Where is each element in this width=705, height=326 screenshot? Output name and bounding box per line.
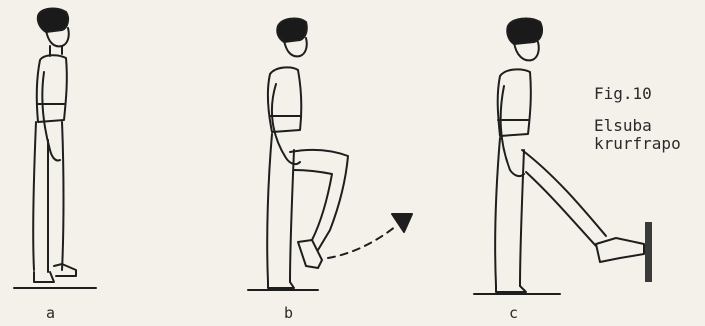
standing-leg-b [267, 134, 294, 282]
panel-label-b: b [284, 306, 293, 321]
raised-leg-b [290, 150, 348, 250]
motion-arrow [328, 226, 396, 258]
torso-c [498, 69, 531, 136]
extended-leg-c [522, 150, 606, 246]
figure-number: Fig.10 [594, 86, 652, 102]
panel-label-c: c [509, 306, 518, 321]
standing-leg-c [495, 138, 524, 286]
hair-b [277, 19, 307, 42]
hair-a [38, 9, 68, 32]
arm-c [501, 86, 524, 176]
figure-title-line-2: krurfrapo [594, 136, 681, 152]
legs-a [33, 122, 63, 272]
raised-foot-b [298, 240, 322, 268]
figure-title-line-1: Elsuba [594, 118, 652, 134]
extended-foot-c [596, 238, 644, 262]
foot-front-a [54, 264, 76, 276]
head-c [514, 42, 539, 60]
hair-c [507, 19, 542, 44]
figure-b-knee-raised-person [248, 19, 412, 290]
standing-foot-b [268, 282, 294, 288]
torso-a [37, 55, 67, 122]
foot-back-a [34, 272, 54, 282]
arm-a [42, 72, 60, 161]
target-post [645, 222, 652, 282]
arrow-head-icon [392, 214, 412, 232]
standing-foot-c [496, 286, 526, 292]
figure-a-standing-person [14, 9, 96, 288]
figure-c-kicking-person [474, 19, 652, 294]
panel-label-a: a [46, 306, 55, 321]
